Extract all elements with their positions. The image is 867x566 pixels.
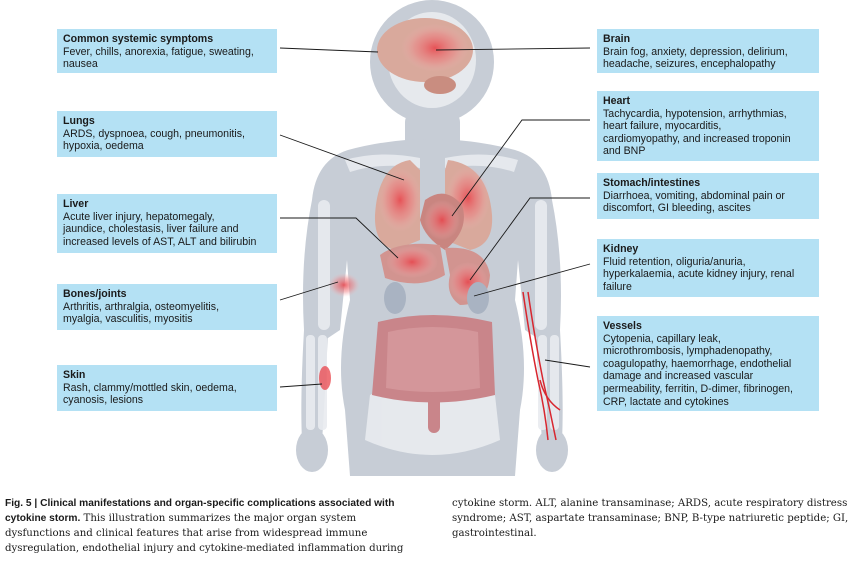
intestines-organ bbox=[372, 315, 495, 433]
callout-liver: Liver Acute liver injury, hepatomegaly, … bbox=[57, 194, 277, 253]
callout-text: Rash, clammy/mottled skin, oedema, cyano… bbox=[63, 381, 237, 407]
callout-text: Diarrhoea, vomiting, abdominal pain or d… bbox=[603, 189, 785, 215]
callout-text: Fluid retention, oliguria/anuria, hyperk… bbox=[603, 255, 795, 293]
callout-text: Cytopenia, capillary leak, microthrombos… bbox=[603, 332, 793, 408]
callout-brain: Brain Brain fog, anxiety, depression, de… bbox=[597, 29, 819, 73]
callout-title: Skin bbox=[63, 369, 86, 381]
forearm-vessels bbox=[522, 291, 561, 441]
callout-kidney: Kidney Fluid retention, oliguria/anuria,… bbox=[597, 239, 819, 297]
figure-illustration: Common systemic symptoms Fever, chills, … bbox=[57, 0, 819, 476]
body-illustration bbox=[279, 0, 591, 476]
callout-heart: Heart Tachycardia, hypotension, arrhythm… bbox=[597, 91, 819, 161]
caption-lead: Fig. 5 | Clinical manifestations and org… bbox=[5, 498, 395, 524]
caption-body: This illustration summarizes the major o… bbox=[5, 513, 404, 554]
callout-lungs: Lungs ARDS, dyspnoea, cough, pneumonitis… bbox=[57, 111, 277, 157]
callout-title: Liver bbox=[63, 198, 89, 210]
callout-text: Acute liver injury, hepatomegaly, jaundi… bbox=[63, 210, 257, 248]
liver-organ bbox=[380, 243, 445, 284]
callout-title: Kidney bbox=[603, 243, 639, 255]
callout-title: Vessels bbox=[603, 320, 642, 332]
figure-caption: Fig. 5 | Clinical manifestations and org… bbox=[5, 496, 423, 556]
skin-lesion bbox=[319, 366, 331, 390]
caption-continuation: cytokine storm. ALT, alanine transaminas… bbox=[452, 498, 849, 539]
kidney-organ bbox=[384, 282, 489, 314]
callout-text: Brain fog, anxiety, depression, delirium… bbox=[603, 45, 788, 71]
callout-systemic: Common systemic symptoms Fever, chills, … bbox=[57, 29, 277, 73]
callout-stomach-intestines: Stomach/intestines Diarrhoea, vomiting, … bbox=[597, 173, 819, 219]
callout-bones-joints: Bones/joints Arthritis, arthralgia, oste… bbox=[57, 284, 277, 330]
callout-title: Stomach/intestines bbox=[603, 177, 701, 189]
callout-skin: Skin Rash, clammy/mottled skin, oedema, … bbox=[57, 365, 277, 411]
elbow-inflammation bbox=[328, 273, 360, 297]
callout-text: Arthritis, arthralgia, osteomyelitis, my… bbox=[63, 300, 220, 326]
callout-title: Lungs bbox=[63, 115, 95, 127]
brain-organ bbox=[377, 18, 473, 94]
callout-text: Tachycardia, hypotension, arrhythmias, h… bbox=[603, 107, 791, 158]
callout-text: ARDS, dyspnoea, cough, pneumonitis, hypo… bbox=[63, 127, 245, 153]
leader-lines bbox=[279, 47, 591, 388]
callout-text: Fever, chills, anorexia, fatigue, sweati… bbox=[63, 45, 254, 71]
callout-title: Bones/joints bbox=[63, 288, 127, 300]
figure-caption-continued: cytokine storm. ALT, alanine transaminas… bbox=[452, 496, 860, 541]
callout-title: Common systemic symptoms bbox=[63, 33, 214, 45]
heart-organ bbox=[420, 193, 464, 250]
callout-vessels: Vessels Cytopenia, capillary leak, micro… bbox=[597, 316, 819, 411]
callout-title: Brain bbox=[603, 33, 631, 45]
callout-title: Heart bbox=[603, 95, 631, 107]
